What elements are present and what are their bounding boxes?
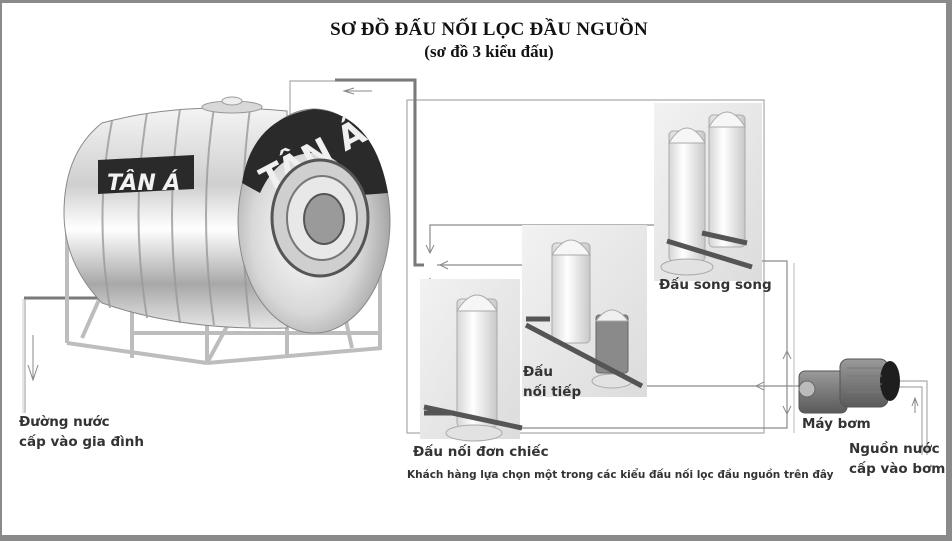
household-supply-label: Đường nước cấp vào gia đình — [19, 412, 144, 452]
svg-text:TÂN Á: TÂN Á — [107, 170, 180, 196]
flow-lines: TÂN Á TÂN Á — [22, 78, 928, 455]
pump-source-line2: cấp vào bơm — [849, 461, 946, 477]
diagram-subtitle: (sơ đồ 3 kiểu đấu) — [424, 42, 554, 61]
parallel-connection-label: Đấu song song — [659, 277, 772, 293]
pump-illustration — [798, 358, 900, 414]
household-supply-line2: cấp vào gia đình — [19, 434, 144, 450]
series-filters-illustration — [524, 239, 644, 389]
series-line2: nối tiếp — [523, 384, 582, 400]
single-filter-illustration — [423, 294, 523, 442]
selection-note: Khách hàng lựa chọn một trong các kiểu đ… — [407, 469, 834, 481]
pump-source-label: Nguồn nước cấp vào bơm — [849, 439, 945, 479]
water-tank-illustration: TÂN Á TÂN Á — [63, 96, 391, 365]
parallel-filters-illustration — [660, 111, 753, 276]
pump-source-line1: Nguồn nước — [849, 441, 940, 457]
household-supply-line1: Đường nước — [19, 414, 110, 430]
series-connection-label: Đấu nối tiếp — [523, 362, 581, 402]
single-connection-label: Đấu nối đơn chiếc — [413, 444, 549, 460]
diagram-page: SƠ ĐỒ ĐẤU NỐI LỌC ĐẦU NGUỒN (sơ đồ 3 kiể… — [2, 3, 946, 535]
series-line1: Đấu — [523, 364, 554, 380]
diagram-title: SƠ ĐỒ ĐẤU NỐI LỌC ĐẦU NGUỒN — [330, 19, 648, 40]
pump-label: Máy bơm — [802, 416, 871, 432]
